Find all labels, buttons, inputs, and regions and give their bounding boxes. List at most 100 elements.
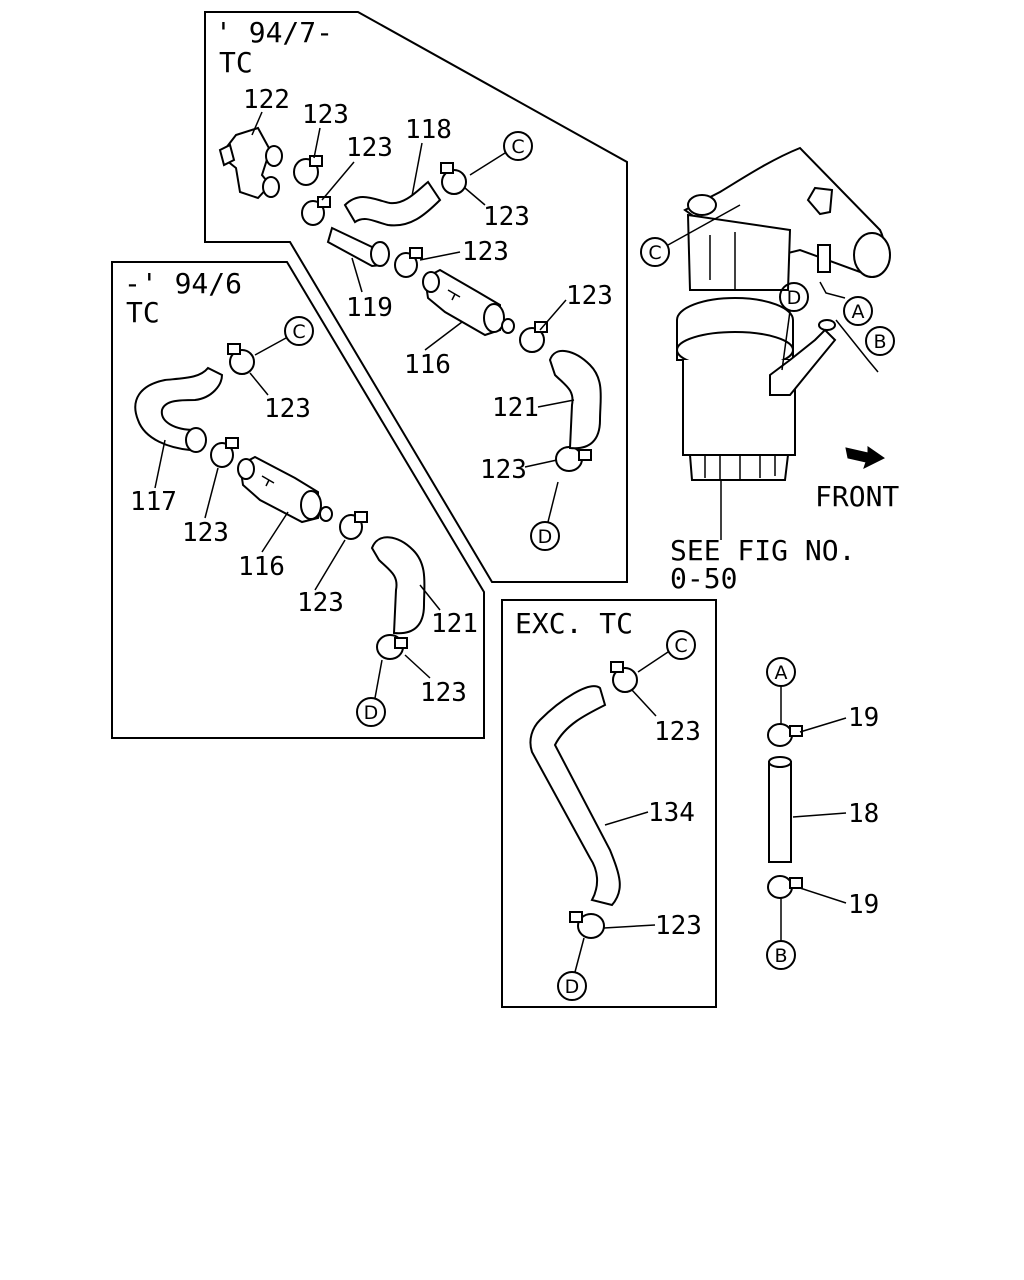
- panel-exc-tc-border: [501, 599, 717, 1008]
- callout-a: A: [852, 301, 865, 323]
- leader-123: [464, 187, 486, 206]
- part-label-118: 118: [405, 115, 452, 145]
- leader-122: [251, 111, 263, 136]
- clamp-icon: [339, 511, 368, 540]
- hose-118-icon: [343, 180, 442, 227]
- callout-c: C: [674, 635, 687, 657]
- callout-circle-icon: C: [503, 131, 533, 161]
- hose-117-end: [185, 427, 207, 453]
- leader-121: [537, 399, 575, 408]
- panel-early-tc-title-line1: -' 94/6: [124, 267, 242, 300]
- leader-117: [154, 439, 166, 489]
- leader-134: [604, 811, 649, 826]
- hose-121-icon: [548, 350, 602, 450]
- callout-circle-icon: C: [284, 316, 314, 346]
- clamp-icon: [394, 247, 423, 278]
- part-label-123: 123: [462, 237, 509, 267]
- callout-circle-icon: D: [356, 697, 386, 727]
- leader-123: [631, 689, 657, 717]
- part-label-123: 123: [483, 202, 530, 232]
- part-label-19: 19: [848, 703, 879, 733]
- callout-d: D: [538, 526, 553, 548]
- leader-123: [419, 251, 461, 261]
- part-label-123: 123: [566, 281, 613, 311]
- part-label-123: 123: [297, 588, 344, 618]
- leader-19: [799, 887, 847, 904]
- leader-119: [351, 257, 363, 293]
- panel-late-tc-border: [204, 11, 628, 583]
- panel-late-tc-title-line1: ' 94/7-: [215, 16, 333, 49]
- leader-123: [404, 654, 431, 679]
- part-label-134: 134: [648, 798, 695, 828]
- leader-116: [424, 321, 463, 351]
- callout-b: B: [873, 331, 886, 353]
- callout-d: D: [364, 702, 379, 724]
- front-arrow-icon: [845, 446, 885, 469]
- leader-123: [249, 372, 269, 396]
- clamp-icon: [767, 723, 803, 747]
- leader-b: [835, 319, 879, 373]
- leader-a: [819, 281, 846, 299]
- clamp-icon: [519, 321, 548, 353]
- callout-b: B: [774, 945, 787, 967]
- leader-123: [539, 299, 567, 331]
- callout-circle-icon: B: [766, 940, 796, 970]
- part-label-123: 123: [182, 518, 229, 548]
- hose-18-icon: [768, 761, 792, 863]
- part-label-123: 123: [264, 394, 311, 424]
- clamp-icon: [569, 911, 605, 939]
- callout-c: C: [511, 136, 524, 158]
- part-label-116: 116: [404, 350, 451, 380]
- part-label-122: 122: [243, 85, 290, 115]
- clamp-icon: [555, 446, 592, 472]
- clamp-icon: [301, 196, 331, 226]
- callout-d: D: [787, 287, 802, 309]
- leader-123: [314, 539, 346, 591]
- callout-circle-icon: D: [530, 521, 560, 551]
- hose-119-end: [370, 241, 390, 267]
- fuel-filter-icon: [422, 268, 515, 337]
- clamp-icon: [210, 437, 239, 468]
- part-label-19: 19: [848, 890, 879, 920]
- pipe-fitting-122-icon: [218, 126, 283, 200]
- clamp-icon: [767, 875, 803, 899]
- part-label-121: 121: [431, 609, 478, 639]
- part-label-119: 119: [346, 293, 393, 323]
- callout-circle-icon: D: [779, 282, 809, 312]
- part-label-116: 116: [238, 552, 285, 582]
- callout-circle-icon: C: [666, 630, 696, 660]
- fuel-filter-icon: [237, 455, 333, 524]
- callout-c: C: [292, 321, 305, 343]
- note-line2: 0-50: [670, 562, 737, 595]
- clamp-icon: [293, 155, 323, 186]
- panel-early-tc-title-line2: TC: [126, 296, 160, 329]
- callout-circle-icon: B: [865, 326, 895, 356]
- leader-118: [411, 142, 423, 197]
- hose-117-icon: [134, 366, 224, 452]
- note-line1: SEE FIG NO.: [670, 534, 855, 567]
- leader-18: [792, 812, 847, 818]
- callout-d: D: [565, 976, 580, 998]
- part-label-18: 18: [848, 799, 879, 829]
- part-label-123: 123: [655, 911, 702, 941]
- callout-circle-icon: A: [843, 296, 873, 326]
- part-label-123: 123: [480, 455, 527, 485]
- callout-c: C: [648, 242, 661, 264]
- leader-123: [524, 459, 558, 468]
- leader-123: [321, 161, 355, 201]
- callout-circle-icon: A: [766, 657, 796, 687]
- hose-121-icon: [370, 536, 426, 635]
- fuel-filter-assembly-icon: [676, 146, 891, 481]
- part-label-123: 123: [420, 678, 467, 708]
- clamp-icon: [440, 162, 467, 195]
- part-label-121: 121: [492, 393, 539, 423]
- clamp-icon: [376, 634, 408, 660]
- panel-early-tc-border: [111, 261, 485, 739]
- leader-121: [419, 584, 441, 611]
- clamp-icon: [227, 343, 255, 375]
- leader-123: [603, 924, 656, 929]
- part-label-123: 123: [654, 717, 701, 747]
- leader-116: [261, 511, 289, 553]
- hose-18-end: [768, 756, 792, 768]
